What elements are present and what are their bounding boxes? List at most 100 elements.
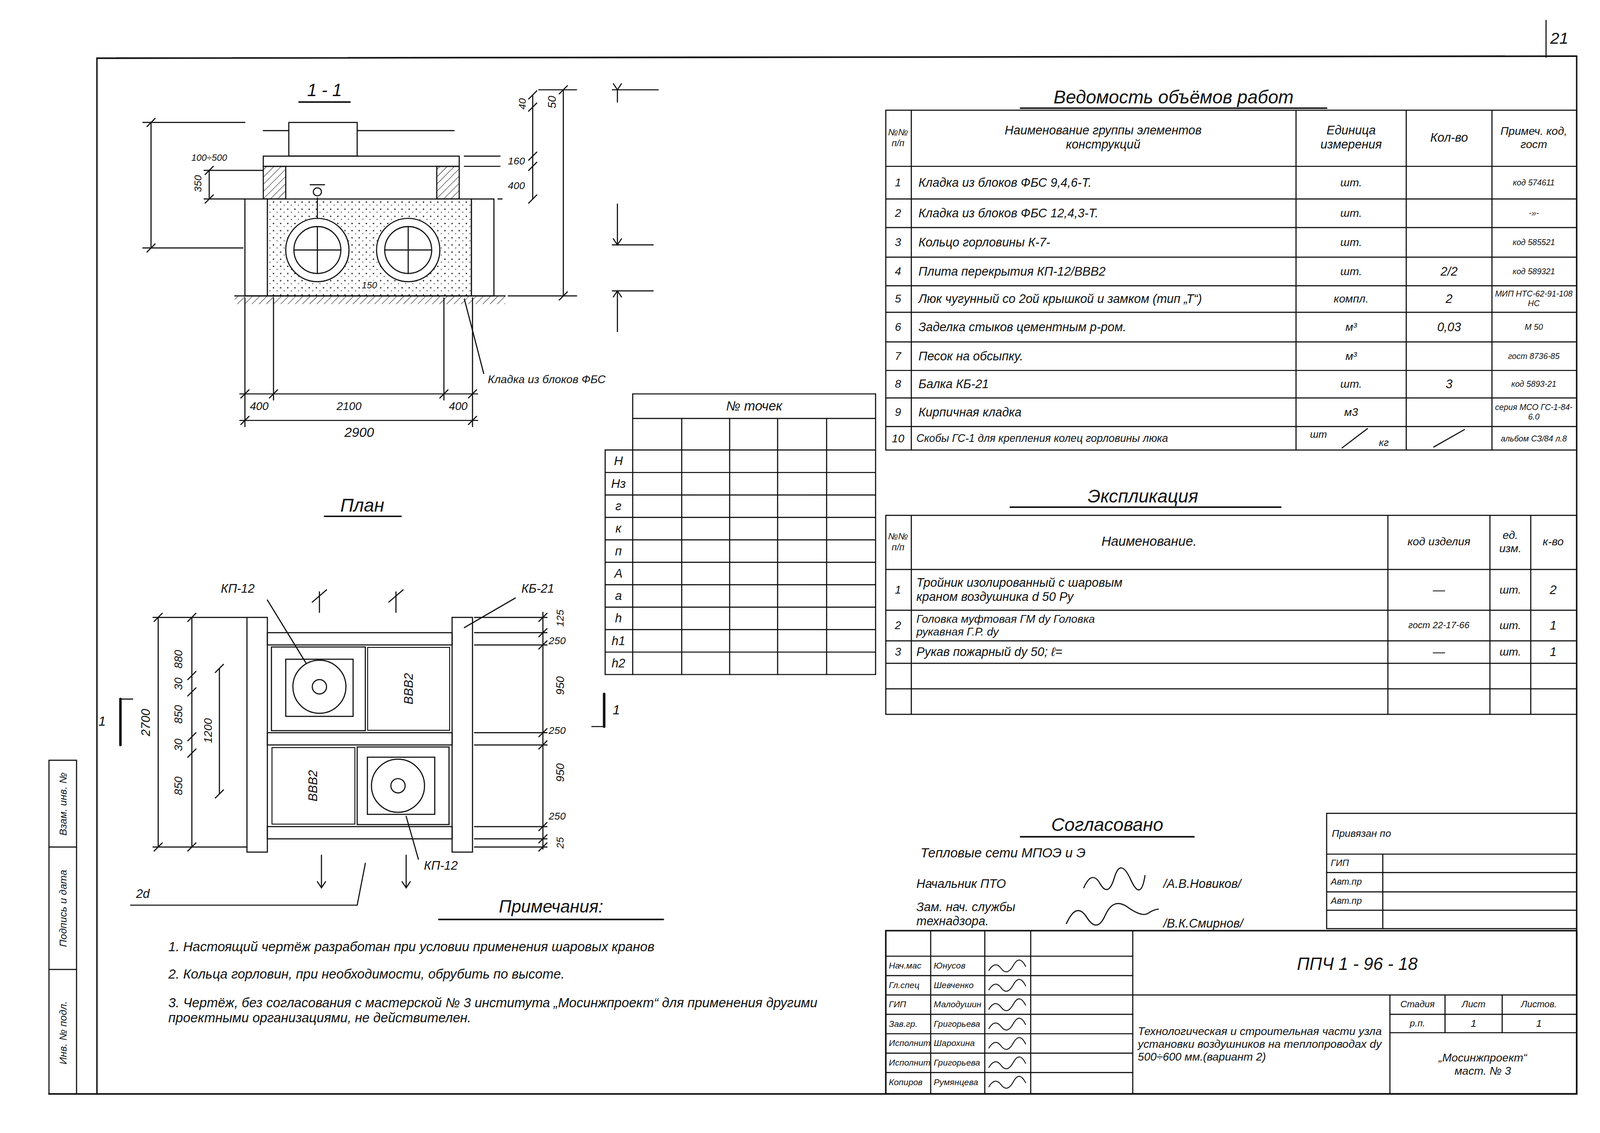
title-block-cell: Авт.пр	[1330, 876, 1362, 888]
title-block-cell: Лист	[1461, 999, 1486, 1011]
dimension: 100÷500	[191, 153, 227, 164]
note: 2. Кольца горловин, при необходимости, о…	[168, 966, 863, 982]
title-block-cell: р.п.	[1410, 1018, 1426, 1029]
note: 1. Настоящий чертёж разработан при услов…	[168, 939, 863, 955]
table-header: Примеч. код, гост	[1493, 124, 1574, 151]
table-cell: Скобы ГС-1 для крепления колец горловины…	[916, 432, 1169, 446]
table-cell: Балка КБ-21	[918, 377, 990, 392]
dimension: 250	[548, 635, 566, 647]
dimension: 125	[554, 610, 567, 627]
dimension: 40	[516, 98, 529, 110]
table-header: Единица измерения	[1300, 123, 1403, 152]
dimension: 350	[192, 175, 205, 193]
dimension: 250	[548, 724, 566, 737]
table-cell: А	[614, 566, 623, 581]
slab-mark: ВВВ2	[306, 769, 321, 802]
table-cell: код 585521	[1493, 237, 1574, 248]
table-cell: шт.	[1340, 235, 1363, 249]
section-mark: 1	[612, 702, 621, 718]
table-title: Ведомость объёмов работ	[1053, 86, 1294, 108]
dimension: 850	[172, 704, 185, 724]
table-header: ед. изм.	[1492, 528, 1529, 555]
title-block-cell: Копиров	[888, 1077, 923, 1088]
table-cell: шт.	[1499, 645, 1522, 659]
organization: „Мосинжпроект“ маст. № 3	[1431, 1051, 1534, 1078]
part-label: КП-12	[424, 858, 458, 873]
dimension: 950	[553, 763, 567, 782]
table-cell: шт.	[1340, 265, 1363, 278]
table-cell: 9	[894, 405, 902, 419]
table-cell: 3	[1445, 377, 1453, 392]
table-cell: 2	[894, 206, 902, 220]
title-block-cell: Шарохина	[933, 1038, 975, 1049]
table-cell: 10	[891, 432, 904, 446]
slab-mark: ВВВ2	[401, 673, 416, 705]
dimension: 880	[172, 649, 185, 669]
table-cell: 5	[894, 292, 902, 306]
table-cell: Кладка из блоков ФБС 12,4,3-Т.	[918, 206, 1099, 221]
table-cell: Головка муфтовая ГМ dy Головка рукавная …	[916, 612, 1096, 639]
table-cell: h2	[611, 656, 626, 671]
title-block-cell: Исполнит	[888, 1038, 931, 1049]
table-cell: 8	[894, 377, 902, 391]
table-cell: 3	[894, 235, 902, 249]
table-header: № точек	[726, 398, 783, 414]
table-cell: Рукав пожарный dy 50; ℓ=	[916, 645, 1063, 660]
table-cell: м³	[1345, 349, 1357, 363]
table-cell: м3	[1343, 405, 1359, 419]
table-cell: —	[1432, 645, 1446, 660]
stamp-field: Подпись и дата	[57, 869, 70, 947]
table-cell: шт.	[1340, 176, 1363, 190]
dimension: 400	[507, 179, 525, 192]
table-cell: 2	[1549, 582, 1557, 597]
table-cell: Люк чугунный со 2ой крышкой и замком (ти…	[918, 292, 1202, 307]
title-block-cell: Малодушин	[933, 999, 982, 1010]
table-cell: Кладка из блоков ФБС 9,4,6-Т.	[918, 175, 1092, 190]
table-cell: Заделка стыков цементным р-ром.	[918, 319, 1127, 334]
table-cell: а	[615, 589, 622, 604]
table-cell: г	[615, 499, 622, 514]
table-cell: Нз	[610, 476, 626, 491]
dimension: 25	[554, 837, 567, 849]
title-block-cell: Авт.пр	[1330, 895, 1362, 907]
table-cell: Плита перекрытия КП-12/ВВВ2	[918, 264, 1106, 279]
table-cell: м³	[1345, 320, 1357, 334]
table-cell: альбом СЗ/84 л.8	[1493, 434, 1574, 444]
table-cell: МИП НТС-62-91-108 НС	[1493, 289, 1574, 309]
table-cell: шт.	[1499, 583, 1522, 597]
title-block-cell: Григорьева	[933, 1019, 981, 1030]
dimension: 950	[553, 676, 567, 696]
stamp-text: Начальник ПТО	[916, 876, 1007, 891]
table-cell: к	[615, 521, 622, 536]
title-block-cell: Привязан по	[1331, 827, 1391, 840]
note: 3. Чертёж, без согласования с мастерской…	[168, 994, 863, 1026]
table-title: Экспликация	[1087, 485, 1199, 507]
drawing-code: ППЧ 1 - 96 - 18	[1297, 954, 1418, 975]
title-block-cell: Румянцева	[933, 1077, 979, 1088]
table-header: №№ п/п	[887, 127, 910, 149]
table-cell: -»-	[1493, 208, 1574, 219]
table-cell: —	[1432, 582, 1446, 597]
title-block-cell: Зав.гр.	[888, 1019, 918, 1030]
stamp-title: Согласовано	[1051, 814, 1164, 836]
title-block-cell: 1	[1536, 1017, 1542, 1030]
table-cell: 2	[894, 619, 902, 632]
dimension: 2700	[138, 708, 154, 737]
title-block-cell: Листов.	[1520, 999, 1557, 1011]
section-title: 1 - 1	[307, 80, 342, 101]
dimension: 150	[359, 280, 380, 292]
table-header: Наименование.	[1101, 534, 1197, 550]
dimension: 250	[548, 810, 566, 823]
title-block-cell: Гл.спец	[888, 980, 920, 991]
title-block-cell: Стадия	[1400, 999, 1435, 1011]
title-block-cell: Исполнит	[888, 1057, 931, 1068]
stamp-text: /А.В.Новиков/	[1163, 876, 1242, 891]
floor-slab: ВВВ2	[367, 646, 450, 731]
dimension: 160	[507, 155, 525, 168]
table-cell: Кирпичная кладка	[918, 405, 1022, 420]
table-header: Кол-во	[1430, 130, 1468, 145]
title-block-cell: Григорьева	[933, 1057, 981, 1068]
title-block-cell: Шевченко	[933, 980, 974, 991]
stamp-text: /В.К.Смирнов/	[1163, 916, 1244, 931]
part-label: КБ-21	[521, 581, 554, 596]
